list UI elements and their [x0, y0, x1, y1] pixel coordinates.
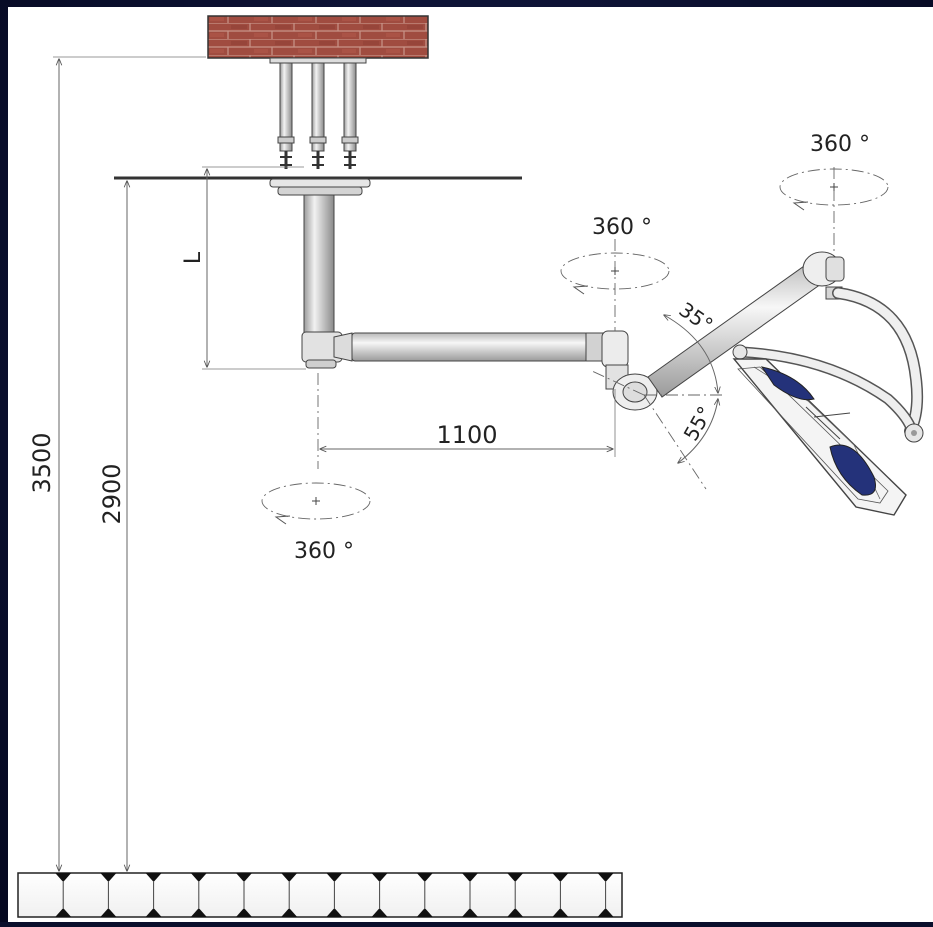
dimension-2900-label: 2900 — [98, 463, 126, 524]
floor-tile-corner — [462, 873, 478, 882]
mounting-rods — [277, 62, 359, 169]
floor-tile-corner — [416, 908, 433, 917]
ceiling-canopy — [269, 178, 371, 196]
dimension-1100-label: 1100 — [436, 421, 497, 449]
floor-tile-corner — [100, 908, 117, 917]
floor-tile-corner — [507, 873, 524, 882]
drawing-canvas: 3500 2900 L 1100 360 ° 360 ° — [8, 7, 933, 922]
floor-tile-corner — [552, 873, 569, 882]
floor-tile-corner — [552, 908, 569, 917]
dimension-L — [202, 166, 306, 370]
floor-tile-corner — [236, 908, 252, 917]
floor-tile-corner — [55, 908, 72, 917]
dimension-3500-label: 3500 — [28, 432, 56, 493]
floor-tile-corner — [236, 873, 252, 882]
dimension-3500 — [53, 56, 206, 871]
rotation-base-label: 360 ° — [294, 539, 354, 564]
ceiling-brick — [207, 15, 429, 64]
angle-range — [591, 315, 724, 490]
lamp-head — [732, 358, 907, 516]
floor-tile-corner — [100, 873, 117, 882]
elbow-joint — [605, 364, 658, 411]
spring-arm — [647, 251, 845, 398]
floor-tile-corner — [597, 908, 614, 917]
angle-up-label: 35° — [675, 297, 718, 337]
floor-tile-corner — [416, 873, 433, 882]
central-hub — [301, 331, 343, 369]
floor-tile-corner — [371, 873, 388, 882]
floor-tile-corner — [597, 873, 614, 882]
rotation-lamp-top — [779, 167, 889, 253]
floor-tile-corner — [281, 873, 298, 882]
floor-tile-corner — [281, 908, 298, 917]
rotation-lamp-top-label: 360 ° — [810, 132, 870, 157]
floor — [17, 872, 623, 918]
angle-down-label: 55° — [679, 402, 718, 445]
dimension-L-label: L — [181, 251, 206, 264]
floor-tile-corner — [326, 908, 343, 917]
floor-tile-corner — [326, 873, 343, 882]
floor-tile-corner — [145, 873, 162, 882]
surgical-light-diagram: 3500 2900 L 1100 360 ° 360 ° — [17, 15, 924, 918]
dimension-1100 — [317, 373, 616, 469]
rotation-base — [261, 482, 371, 525]
floor-tile-corner — [55, 873, 72, 882]
lamp-yoke — [732, 287, 924, 443]
central-tube — [303, 194, 335, 336]
rotation-arm-end — [560, 239, 670, 331]
floor-tile-corner — [507, 908, 524, 917]
floor-tile-corner — [462, 908, 478, 917]
rotation-arm-end-label: 360 ° — [592, 215, 652, 240]
floor-tile-corner — [190, 873, 207, 882]
floor-tile-corner — [145, 908, 162, 917]
floor-tile-corner — [190, 908, 207, 917]
floor-tile-corner — [371, 908, 388, 917]
horizontal-arm — [333, 330, 629, 368]
